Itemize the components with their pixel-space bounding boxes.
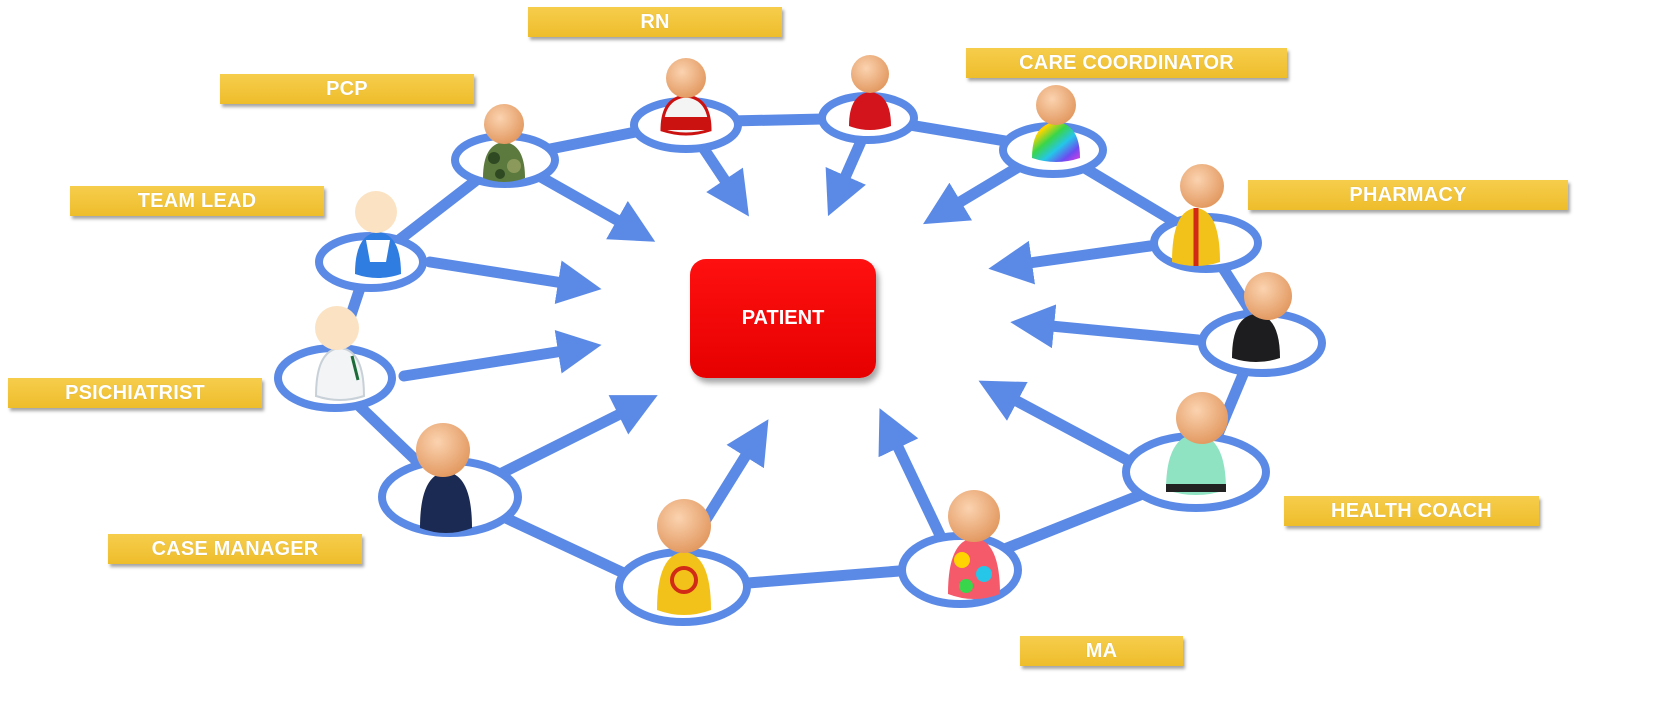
arrow-team-lead [424, 256, 602, 304]
figure-right-black-icon [1232, 272, 1292, 362]
arrow-pharmacy [988, 240, 1156, 285]
figures [314, 55, 1292, 615]
role-label-psichiatrist: PSICHIATRIST [8, 378, 262, 408]
role-label-case-manager: CASE MANAGER [108, 534, 362, 564]
figure-team-lead-icon [355, 191, 401, 278]
role-label-pcp: PCP [220, 74, 474, 104]
role-label-care-coordinator: CARE COORDINATOR [966, 48, 1287, 78]
patient-label: PATIENT [741, 307, 825, 329]
figure-ma-yellow-icon [657, 499, 711, 615]
arrow-psichiatrist [398, 330, 602, 382]
figure-pharmacy-icon [1172, 164, 1224, 266]
role-label-ma: MA [1020, 636, 1183, 666]
arrow-ma-right [878, 408, 954, 558]
role-label-health-coach: HEALTH COACH [1284, 496, 1539, 526]
role-label-pharmacy: PHARMACY [1248, 180, 1568, 210]
figure-care-coordinator-rainbow-icon [1032, 85, 1080, 162]
arrow-health-coach [978, 380, 1152, 476]
arrow-right-middle [1010, 304, 1204, 349]
role-label-team-lead: TEAM LEAD [70, 186, 324, 216]
figure-health-coach-icon [1166, 392, 1228, 495]
arrow-case-manager [474, 395, 658, 490]
figure-care-coordinator-red-icon [849, 55, 891, 130]
patient-center-box: PATIENT [690, 259, 876, 378]
role-label-rn: RN [528, 7, 782, 37]
figure-case-manager-icon [416, 423, 472, 533]
arrows [398, 122, 1204, 580]
arrow-pcp [526, 166, 656, 242]
figure-rn-icon [660, 58, 712, 136]
figure-psichiatrist-icon [314, 306, 366, 401]
figure-pcp-icon [483, 104, 525, 182]
figure-ma-floral-icon [948, 490, 1000, 599]
